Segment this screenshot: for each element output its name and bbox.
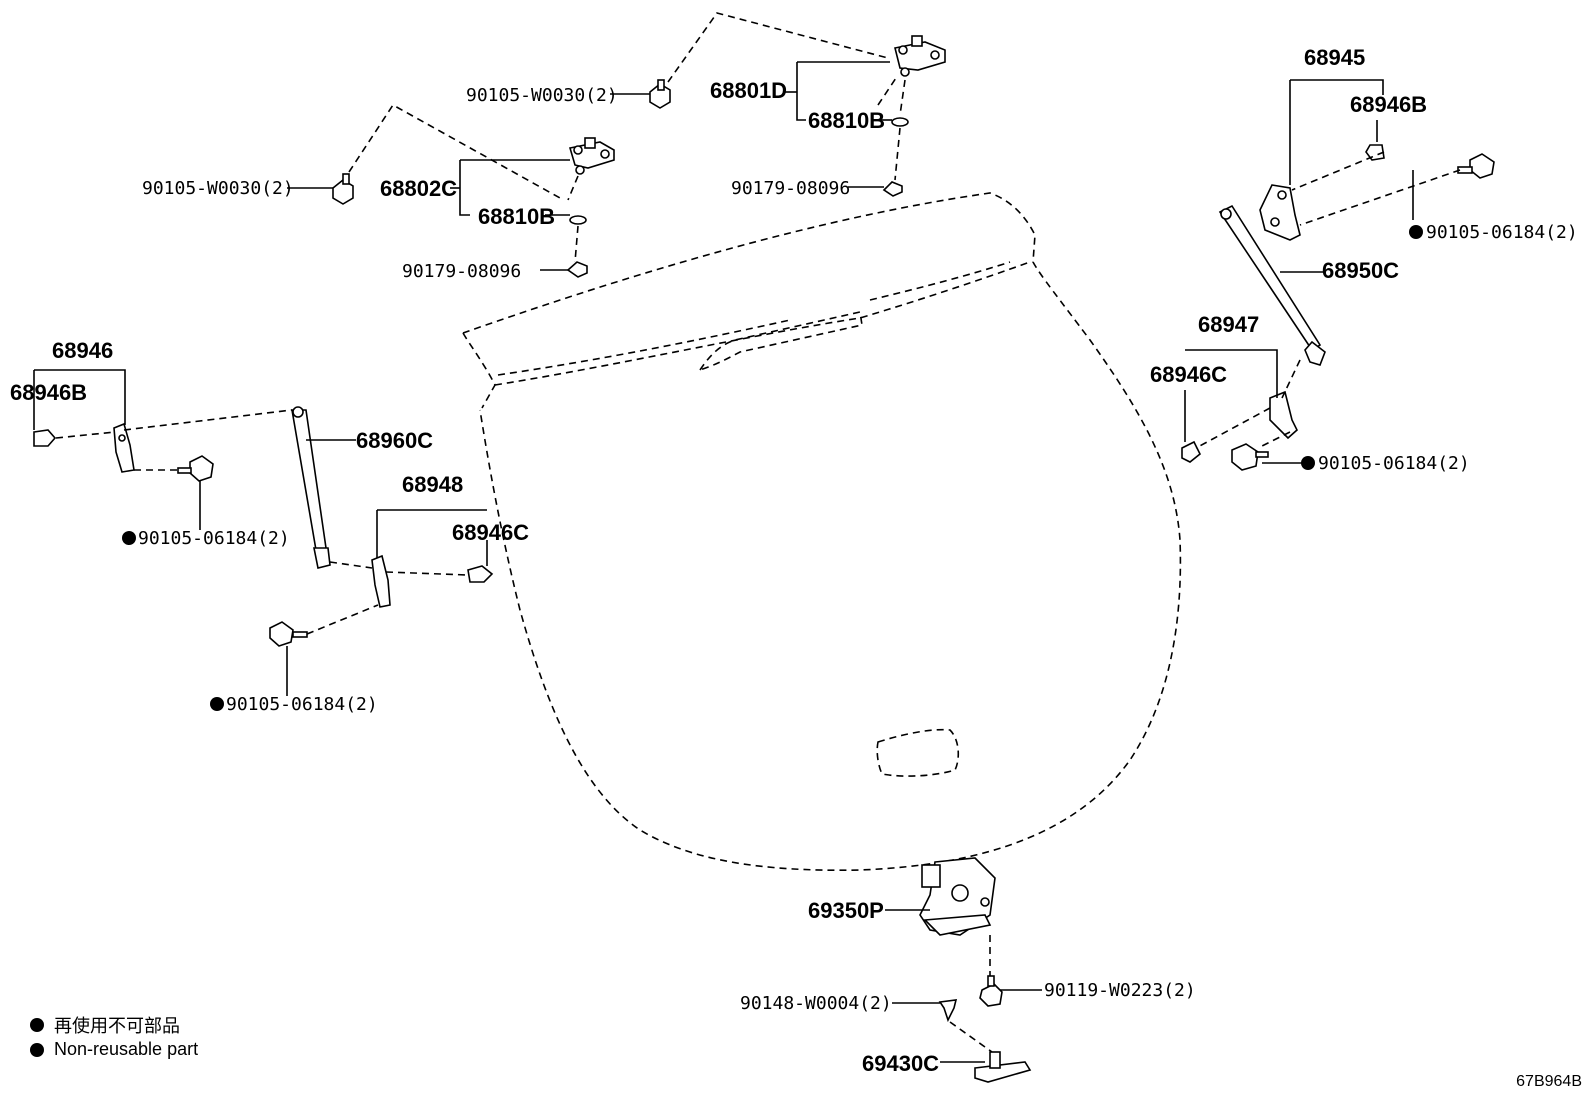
non-reusable-marker [1409, 225, 1423, 239]
gas-stay-68950C [1218, 204, 1326, 366]
label-90105-06184-r1: 90105-06184(2) [1426, 222, 1578, 243]
label-68950C: 68950C [1322, 258, 1399, 283]
label-90148-W0004: 90148-W0004(2) [740, 993, 892, 1014]
label-68946C-right: 68946C [1150, 362, 1227, 387]
lock-69350P [919, 857, 996, 936]
label-69350P: 69350P [808, 898, 884, 923]
ball-stud-68946B-right [1365, 144, 1385, 161]
bracket-68947 [1269, 390, 1298, 440]
ball-stud-68946C-left [467, 565, 494, 583]
diagram-reference-code: 67B964B [1516, 1073, 1582, 1090]
bracket-68945 [1259, 184, 1301, 241]
legend-en-text: Non-reusable part [54, 1039, 199, 1059]
hinge-68802C [568, 137, 615, 175]
non-reusable-marker [210, 697, 224, 711]
nut-90179-top [882, 181, 903, 197]
bullet-icon [30, 1042, 44, 1057]
bolt-90105-W0030-top [649, 79, 671, 109]
non-reusable-marker [1301, 456, 1315, 470]
bolt-90105-06184-l1 [177, 455, 214, 482]
label-90105-06184-l1: 90105-06184(2) [138, 528, 290, 549]
label-68948: 68948 [402, 472, 463, 497]
back-door-panel [462, 192, 1182, 872]
bullet-icon [30, 1018, 44, 1032]
bolt-90119-W0223 [979, 975, 1003, 1007]
nut-90179-left [566, 261, 588, 278]
label-68946B-left: 68946B [10, 380, 87, 405]
label-68801D: 68801D [710, 78, 787, 103]
label-90105-W0030-top: 90105-W0030(2) [466, 85, 618, 106]
label-90179-08096-top: 90179-08096 [731, 178, 850, 199]
label-90105-W0030-left: 90105-W0030(2) [142, 178, 294, 199]
bolt-90105-06184-r2 [1231, 443, 1269, 471]
gas-stay-68960C [291, 406, 331, 569]
label-90105-06184-l2: 90105-06184(2) [226, 694, 378, 715]
legend-en: Non-reusable part [30, 1039, 198, 1060]
legend-jp: 再使用不可部品 [30, 1012, 180, 1038]
label-68945: 68945 [1304, 45, 1365, 70]
label-68960C: 68960C [356, 428, 433, 453]
non-reusable-marker [122, 531, 136, 545]
label-68810B-top: 68810B [808, 108, 885, 133]
label-90105-06184-r2: 90105-06184(2) [1318, 453, 1470, 474]
bracket-68946 [113, 422, 135, 473]
washer-68810B-left [569, 215, 587, 225]
label-68946: 68946 [52, 338, 113, 363]
bolt-90105-06184-l2 [269, 621, 308, 647]
bracket-68948 [371, 554, 391, 608]
label-90179-08096-left: 90179-08096 [402, 261, 521, 282]
label-69430C: 69430C [862, 1051, 939, 1076]
label-68947: 68947 [1198, 312, 1259, 337]
ball-stud-68946C-right [1181, 440, 1202, 463]
label-68946B-right: 68946B [1350, 92, 1427, 117]
ball-stud-68946B-left [33, 429, 57, 447]
label-90119-W0223: 90119-W0223(2) [1044, 980, 1196, 1001]
hinge-68801D [894, 35, 946, 77]
label-68802C: 68802C [380, 176, 457, 201]
washer-68810B-top [891, 117, 909, 127]
label-68810B-left: 68810B [478, 204, 555, 229]
bolt-90105-06184-r1 [1457, 153, 1495, 179]
bolt-90105-W0030-left [332, 173, 354, 205]
screw-90148-W0004 [938, 999, 958, 1023]
handle-69430C [974, 1051, 1032, 1083]
legend-jp-text: 再使用不可部品 [54, 1016, 180, 1036]
label-68946C-left: 68946C [452, 520, 529, 545]
